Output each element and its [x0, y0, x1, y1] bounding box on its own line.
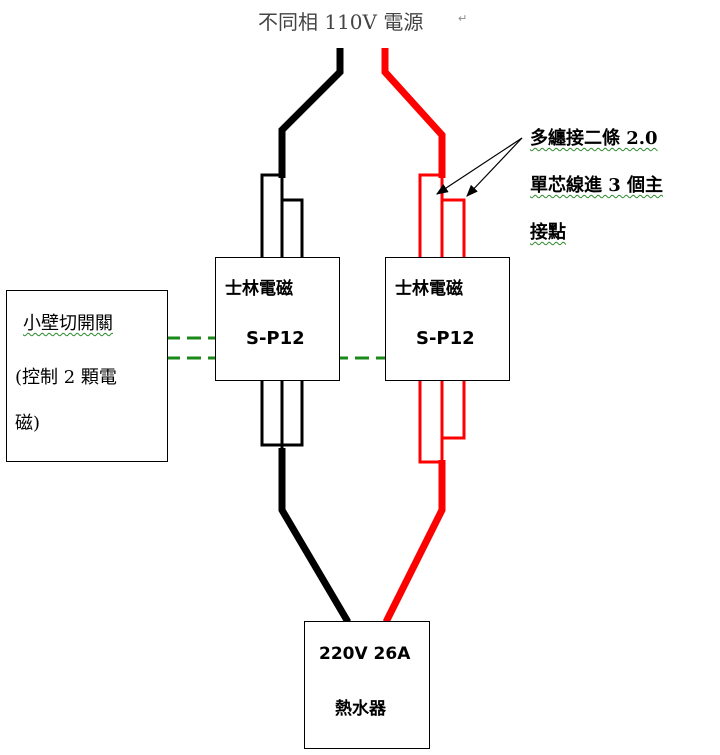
contactor-left-model: S-P12 — [246, 328, 305, 349]
contactor-right-model: S-P12 — [416, 328, 475, 349]
wall-switch-desc-2: 磁) — [15, 413, 41, 434]
note-line-1: 多纏接二條 2.0 — [530, 128, 658, 149]
contactor-right: 士林電磁 S-P12 — [385, 257, 510, 381]
red-wire-top — [381, 48, 446, 178]
heater-rating: 220V 26A — [319, 644, 411, 664]
note-line-2: 單芯線進 3 個主 — [530, 175, 664, 196]
note-arrow-1 — [435, 137, 523, 195]
contactor-left-brand: 士林電磁 — [225, 279, 293, 299]
contactor-left: 士林電磁 S-P12 — [215, 257, 340, 381]
note-arrow-2 — [466, 137, 523, 197]
wall-switch-box: 小壁切開關 (控制 2 顆電 磁) — [6, 290, 168, 462]
wall-switch-desc-1: (控制 2 顆電 — [15, 367, 117, 388]
black-wire-bottom — [278, 448, 352, 624]
water-heater-box: 220V 26A 熱水器 — [304, 621, 430, 749]
black-wire-top — [278, 48, 344, 178]
heater-name: 熱水器 — [335, 699, 386, 719]
paragraph-mark: ↵ — [458, 12, 468, 25]
note-line-3: 接點 — [530, 222, 566, 243]
contactor-right-brand: 士林電磁 — [395, 279, 463, 299]
power-source-title: 不同相 110V 電源 — [258, 10, 424, 34]
red-wire-bottom — [382, 460, 446, 624]
wall-switch-label: 小壁切開關 — [23, 313, 113, 334]
